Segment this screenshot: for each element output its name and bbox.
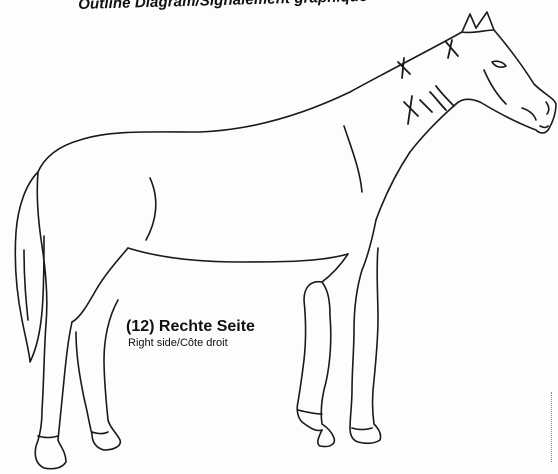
caption-subtitle: Right side/Côte droit [128,336,255,350]
scan-edge-artifact [551,392,556,462]
horse-fore-legs [297,220,380,447]
caption: (12) Rechte Seite Right side/Côte droit [126,318,255,350]
horse-head [456,12,556,133]
horse-tail [15,172,44,362]
cross-mark-icon [446,40,458,58]
horse-hind-legs [35,172,128,469]
neck-markings [398,40,458,124]
horse-body-top [38,32,462,262]
caption-title: (12) Rechte Seite [126,318,255,336]
cross-mark-icon [404,96,432,124]
